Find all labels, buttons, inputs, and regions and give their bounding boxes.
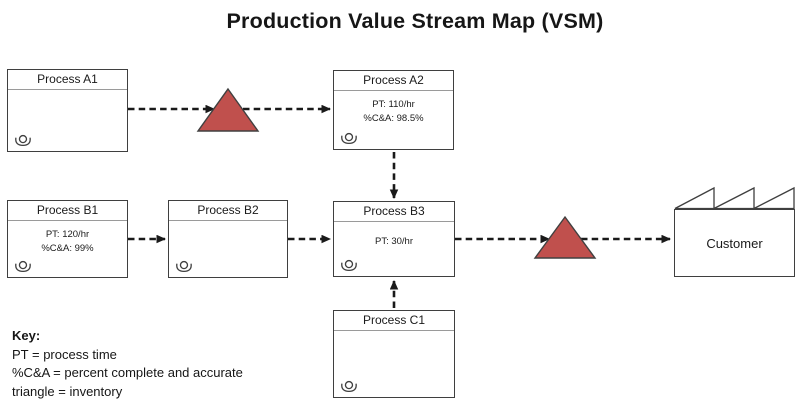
stat-line: %C&A: 99% — [41, 243, 94, 254]
operator-icon — [176, 260, 192, 273]
inventory-triangle-icon — [196, 87, 260, 132]
process-stats: PT: 120/hr %C&A: 99% — [8, 221, 127, 256]
process-title: Process A1 — [8, 70, 127, 90]
stat-line: PT: 120/hr — [45, 229, 90, 240]
process-title: Process B1 — [8, 201, 127, 221]
process-stats: PT: 110/hr %C&A: 98.5% — [334, 91, 453, 126]
process-box-b1: Process B1 PT: 120/hr %C&A: 99% — [7, 200, 128, 278]
customer-label: Customer — [706, 235, 763, 251]
legend: Key: PT = process time %C&A = percent co… — [12, 327, 243, 401]
process-stats: PT: 30/hr — [334, 222, 454, 249]
customer-node: Customer — [674, 209, 795, 277]
operator-icon — [341, 132, 357, 145]
process-title: Process B3 — [334, 202, 454, 222]
page-title: Production Value Stream Map (VSM) — [226, 9, 604, 33]
operator-icon — [341, 380, 357, 393]
process-box-c1: Process C1 — [333, 310, 455, 398]
legend-line: %C&A = percent complete and accurate — [12, 365, 243, 380]
process-box-b2: Process B2 — [168, 200, 288, 278]
legend-line: triangle = inventory — [12, 383, 123, 399]
stat-line: %C&A: 98.5% — [363, 113, 424, 124]
inventory-triangle-icon — [533, 215, 597, 259]
legend-title: Key: — [12, 328, 41, 343]
process-body — [169, 221, 287, 277]
process-body — [334, 331, 454, 397]
process-body: PT: 120/hr %C&A: 99% — [8, 221, 127, 277]
stat-line: PT: 30/hr — [374, 236, 414, 247]
factory-sawtooth-roof-icon — [674, 186, 795, 210]
operator-icon — [15, 260, 31, 273]
process-title: Process A2 — [334, 71, 453, 91]
operator-icon — [15, 134, 31, 147]
process-body — [8, 90, 127, 151]
process-body: PT: 110/hr %C&A: 98.5% — [334, 91, 453, 149]
process-box-a1: Process A1 — [7, 69, 128, 152]
process-title: Process B2 — [169, 201, 287, 221]
process-body: PT: 30/hr — [334, 222, 454, 276]
stat-line: PT: 110/hr — [372, 99, 415, 110]
process-box-b3: Process B3 PT: 30/hr — [333, 201, 455, 277]
legend-line: PT = process time — [12, 346, 117, 362]
process-box-a2: Process A2 PT: 110/hr %C&A: 98.5% — [333, 70, 454, 150]
process-title: Process C1 — [334, 311, 454, 331]
operator-icon — [341, 259, 357, 272]
